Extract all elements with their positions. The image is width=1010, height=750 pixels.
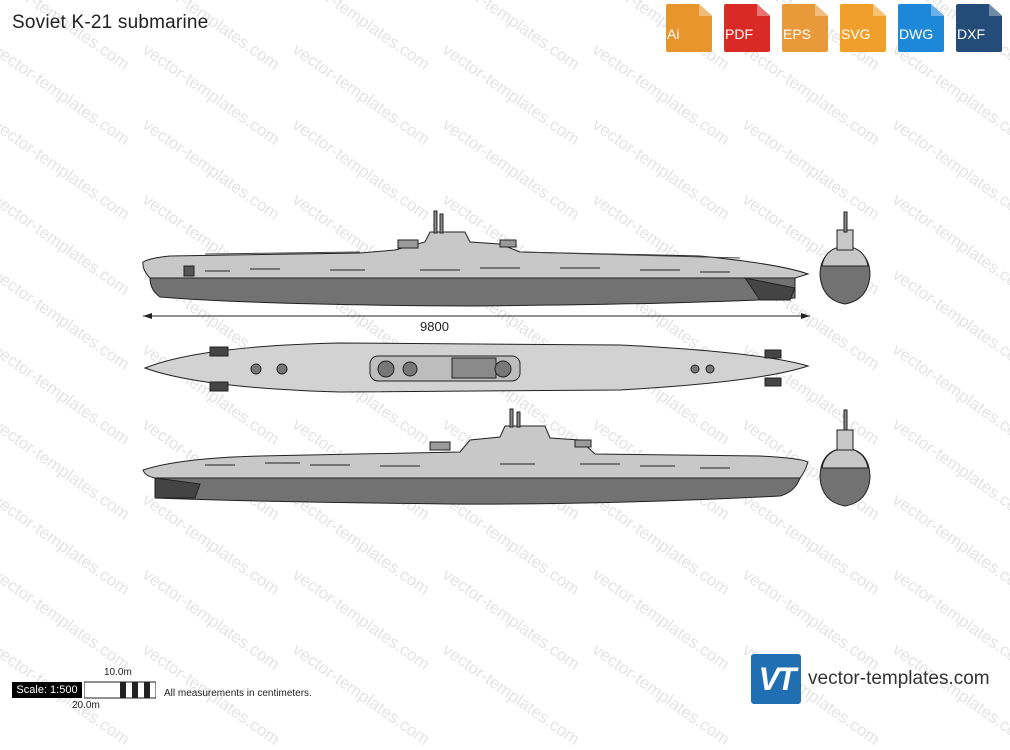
port-periscope-1: [509, 408, 514, 428]
dimension-label: 9800: [420, 319, 449, 334]
railing-fwd: [519, 251, 741, 259]
measurement-note: All measurements in centimeters.: [164, 688, 312, 699]
ai-file-icon[interactable]: Ai: [666, 4, 712, 52]
scale-bar: [84, 681, 156, 699]
port-view-hull-lower: [154, 477, 801, 505]
periscope-1: [433, 210, 438, 234]
stern-detail: [183, 265, 195, 277]
pdf-file-icon[interactable]: PDF: [724, 4, 770, 52]
side-view-port: [142, 408, 809, 505]
page-title: Soviet K-21 submarine: [12, 12, 209, 33]
dimension-arrow-right: [801, 313, 810, 319]
plan-view: [143, 342, 810, 393]
deck-gun-aft: [397, 239, 419, 249]
stern-rudder: [743, 277, 796, 301]
submarine-drawing: 9800: [142, 210, 871, 507]
limber-holes-top: [205, 267, 730, 273]
scale-20m-label: 20.0m: [72, 700, 100, 711]
side-view-hull-lower: [149, 277, 796, 307]
scale-box: Scale: 1:500: [12, 682, 82, 698]
railing-aft: [204, 251, 361, 255]
dxf-file-icon[interactable]: DXF: [956, 4, 1002, 52]
front-view-upper: [819, 211, 871, 305]
side-view-hull-upper: [142, 231, 810, 279]
port-periscope-2: [516, 411, 521, 428]
scale-10m-label: 10.0m: [104, 667, 132, 678]
dimension-arrow-left: [143, 313, 152, 319]
dwg-label: DWG: [898, 24, 939, 44]
side-view-starboard: [142, 210, 810, 307]
svg-label: SVG: [840, 24, 876, 44]
dxf-label: DXF: [956, 24, 990, 44]
ai-label: Ai: [666, 24, 685, 44]
dwg-file-icon[interactable]: DWG: [898, 4, 944, 52]
format-icons: Ai PDF EPS SVG DWG DXF: [666, 4, 1002, 52]
port-view-hull-upper: [142, 425, 809, 479]
deck-gun-fwd: [499, 239, 517, 248]
eps-label: EPS: [782, 24, 817, 44]
pdf-label: PDF: [724, 24, 758, 44]
brand-site-link[interactable]: vector-templates.com: [808, 668, 990, 689]
vt-logo-icon[interactable]: VT: [751, 654, 801, 704]
front-view-lower: [819, 409, 871, 507]
periscope-2: [439, 213, 444, 234]
